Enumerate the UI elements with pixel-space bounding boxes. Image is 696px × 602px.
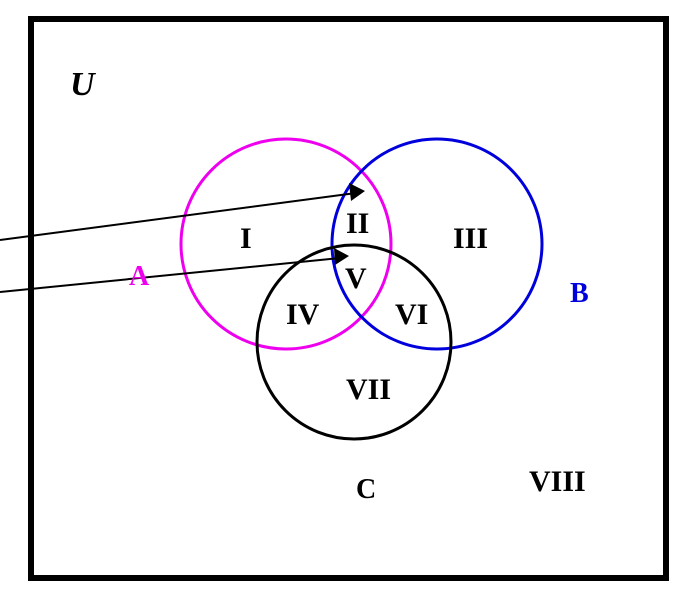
region-label: VIII [529, 465, 586, 498]
region-label: IV [286, 298, 320, 331]
arrowhead-icon [334, 248, 349, 265]
region-label: III [453, 222, 488, 255]
set-a-label: A [129, 261, 150, 292]
arrow-to-region-ii [0, 192, 357, 241]
arrowhead-icon [349, 183, 365, 201]
region-label: VII [346, 373, 391, 406]
set-a-circle [179, 137, 393, 351]
region-label: V [345, 262, 367, 295]
arrow-to-region-v [0, 257, 341, 293]
universe-border [28, 16, 669, 581]
region-label: II [346, 207, 369, 240]
universe-label: U [70, 66, 97, 103]
region-label: VI [395, 298, 428, 331]
set-b-circle [330, 137, 544, 351]
set-c-circle [255, 243, 453, 441]
set-b-label: B [570, 278, 589, 309]
region-label: I [240, 222, 252, 255]
set-c-label: C [356, 474, 376, 505]
